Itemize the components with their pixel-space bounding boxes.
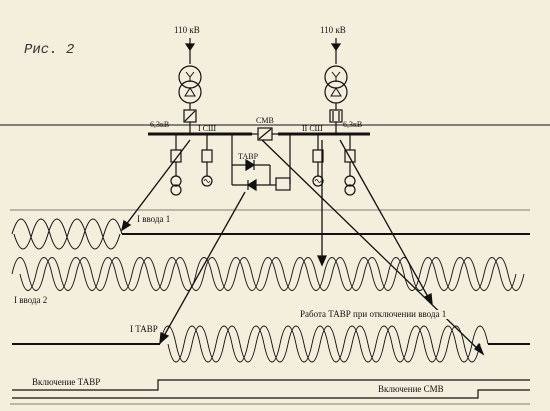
annotation-label: Работа ТАВР при отключении ввода 1 — [298, 309, 449, 319]
bus-right-label: II СШ — [302, 124, 323, 133]
control-signals — [12, 379, 530, 399]
tavr-label: ТАВР — [238, 152, 259, 161]
right-transformer — [324, 38, 348, 134]
tavr-unit — [231, 134, 291, 192]
waveform-tavr-label: I ТАВР — [128, 324, 160, 334]
waveform-tavr — [12, 325, 530, 363]
voltage-left-label: 6,3кВ — [150, 120, 170, 129]
left-transformer — [178, 38, 202, 134]
right-feeders — [312, 134, 356, 196]
smv-label: СМВ — [256, 116, 274, 125]
left-feed-arrow-icon — [184, 43, 196, 52]
voltage-right-label: 6,3кВ — [343, 120, 363, 129]
figure-caption: Рис. 2 — [24, 42, 75, 58]
source-right-label: 110 кВ — [320, 25, 346, 35]
right-feed-arrow-icon — [330, 43, 342, 52]
left-feeders — [170, 134, 213, 196]
source-left-label: 110 кВ — [174, 25, 200, 35]
waveform-input2-label: I ввода 2 — [12, 295, 50, 305]
thyristor-icon — [246, 178, 257, 192]
thyristor-icon — [245, 158, 256, 172]
bus-left-label: I СШ — [198, 124, 217, 133]
waveform-input1-label: I ввода 1 — [135, 214, 173, 224]
right-input-breaker — [329, 109, 343, 123]
tavr-on-label: Включение ТАВР — [30, 377, 103, 387]
waveform-input2 — [11, 257, 525, 291]
smv-on-label: Включение СМВ — [376, 384, 446, 394]
waveform-input1 — [11, 218, 530, 250]
tavr-breaker — [275, 177, 291, 191]
